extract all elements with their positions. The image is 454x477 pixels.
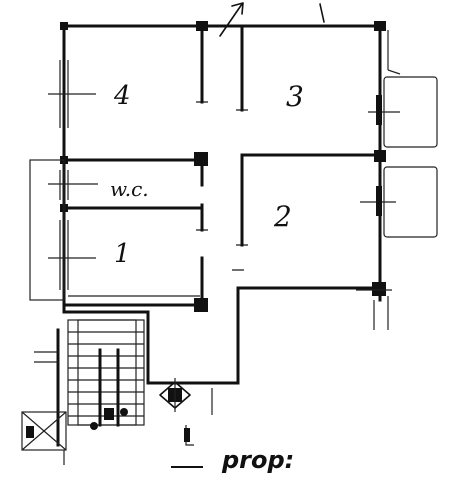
door-ticks <box>196 101 248 271</box>
west-windows <box>29 60 98 301</box>
caption-text: prop: <box>221 446 294 474</box>
outer-walls <box>62 24 382 385</box>
east-side <box>356 30 438 330</box>
room-3-label: 3 <box>286 80 304 113</box>
room-wc-label: w.c. <box>110 177 149 201</box>
room-1-label: 1 <box>114 239 131 269</box>
north-arrow-icon <box>219 2 325 37</box>
interior-walls <box>62 24 382 307</box>
entrance-symbol <box>159 378 213 446</box>
room-4-label: 4 <box>113 81 131 111</box>
room-2-label: 2 <box>273 200 292 233</box>
staircase <box>34 319 145 447</box>
structural-posts <box>60 21 386 312</box>
lift-shaft <box>21 411 67 465</box>
